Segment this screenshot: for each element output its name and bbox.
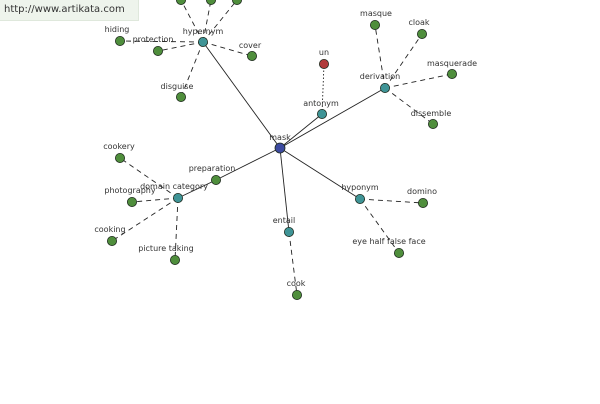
node-domain-category[interactable] (172, 192, 183, 203)
node-un[interactable] (318, 59, 329, 70)
node-cloak[interactable] (416, 28, 427, 39)
label-dissemble[interactable]: dissemble (411, 109, 452, 118)
node-cooking[interactable] (107, 235, 118, 246)
node-disguise[interactable] (175, 92, 186, 103)
label-derivation[interactable]: derivation (360, 72, 400, 81)
node-mask[interactable] (274, 142, 286, 154)
label-masque[interactable]: masque (360, 9, 392, 18)
edge-derivation-to-dissemble (384, 87, 434, 125)
edge-hypernym-to-hiding (119, 40, 204, 43)
node-hiding[interactable] (115, 36, 126, 47)
node-cookery[interactable] (115, 152, 126, 163)
label-disguise[interactable]: disguise (161, 82, 194, 91)
label-hypernym[interactable]: hypernym (183, 27, 224, 36)
label-un[interactable]: un (319, 48, 329, 57)
label-entail[interactable]: entail (273, 216, 295, 225)
label-cookery[interactable]: cookery (103, 142, 135, 151)
node-domino[interactable] (417, 197, 428, 208)
node-preparation[interactable] (210, 174, 221, 185)
label-cloak[interactable]: cloak (408, 18, 429, 27)
label-picture-taking[interactable]: picture taking (138, 244, 194, 253)
edge-layer (111, 0, 453, 296)
label-domain-category[interactable]: domain category (140, 182, 208, 191)
node-hyp-top3[interactable] (232, 0, 242, 5)
label-hyponym[interactable]: hyponym (341, 183, 379, 192)
edge-mask-to-hypernym (202, 41, 281, 149)
node-hypernym[interactable] (197, 37, 208, 48)
site-url-link[interactable]: http://www.artikata.com (4, 4, 125, 15)
edge-domain-category-to-cookery (119, 157, 179, 199)
edge-hypernym-to-hyp-top2 (202, 0, 212, 43)
edge-mask-to-hyponym (279, 147, 361, 200)
node-hyp-top1[interactable] (176, 0, 186, 5)
edge-derivation-to-cloak (384, 33, 423, 89)
edge-domain-category-to-picture-taking (174, 197, 179, 261)
node-entail[interactable] (283, 226, 294, 237)
edge-hypernym-to-disguise (180, 41, 204, 98)
label-protection[interactable]: protection (133, 35, 174, 44)
edge-mask-to-entail (279, 147, 290, 233)
node-cover[interactable] (246, 51, 257, 62)
edge-mask-to-preparation (215, 147, 281, 181)
node-hyponym[interactable] (354, 193, 365, 204)
label-mask[interactable]: mask (269, 133, 291, 142)
edge-mask-to-antonym (279, 113, 323, 149)
node-picture-taking[interactable] (169, 254, 180, 265)
label-layer: mask hypernym derivation antonym preparation… (94, 9, 477, 288)
edge-entail-to-cook (288, 231, 298, 296)
edge-hyponym-to-eye-half-false-face (359, 198, 400, 254)
label-hiding[interactable]: hiding (105, 25, 130, 34)
edge-antonym-to-un (321, 63, 325, 115)
node-dissemble[interactable] (427, 119, 438, 130)
node-protection[interactable] (152, 46, 163, 57)
label-preparation[interactable]: preparation (189, 164, 236, 173)
node-masque[interactable] (369, 19, 380, 30)
label-antonym[interactable]: antonym (303, 99, 339, 108)
label-eye-half-false-face[interactable]: eye half false face (352, 237, 425, 246)
edge-hypernym-to-hyp-top3 (202, 0, 238, 43)
edge-derivation-to-masque (374, 24, 386, 89)
edge-hypernym-to-protection (157, 41, 204, 52)
node-layer (107, 0, 457, 300)
node-photography[interactable] (127, 196, 138, 207)
node-hyp-top2[interactable] (206, 0, 216, 5)
edge-domain-category-to-photography (131, 197, 179, 203)
label-cook[interactable]: cook (287, 279, 306, 288)
label-cooking[interactable]: cooking (94, 225, 125, 234)
label-domino[interactable]: domino (407, 187, 437, 196)
node-eye-half-false-face[interactable] (393, 247, 404, 258)
edge-preparation-to-domain-category (177, 179, 217, 199)
edge-hyponym-to-domino (359, 198, 424, 204)
edge-domain-category-to-cooking (111, 197, 179, 242)
edge-hypernym-to-hyp-top1 (180, 0, 204, 43)
site-banner: http://www.artikata.com (0, 0, 139, 21)
node-derivation[interactable] (379, 83, 390, 94)
edge-mask-to-derivation (279, 87, 386, 149)
label-photography[interactable]: photography (104, 186, 155, 195)
node-cook[interactable] (291, 289, 302, 300)
node-masquerade[interactable] (446, 69, 457, 80)
label-masquerade[interactable]: masquerade (427, 59, 477, 68)
edge-derivation-to-masquerade (384, 73, 453, 89)
label-cover[interactable]: cover (239, 41, 262, 50)
node-antonym[interactable] (316, 109, 327, 120)
